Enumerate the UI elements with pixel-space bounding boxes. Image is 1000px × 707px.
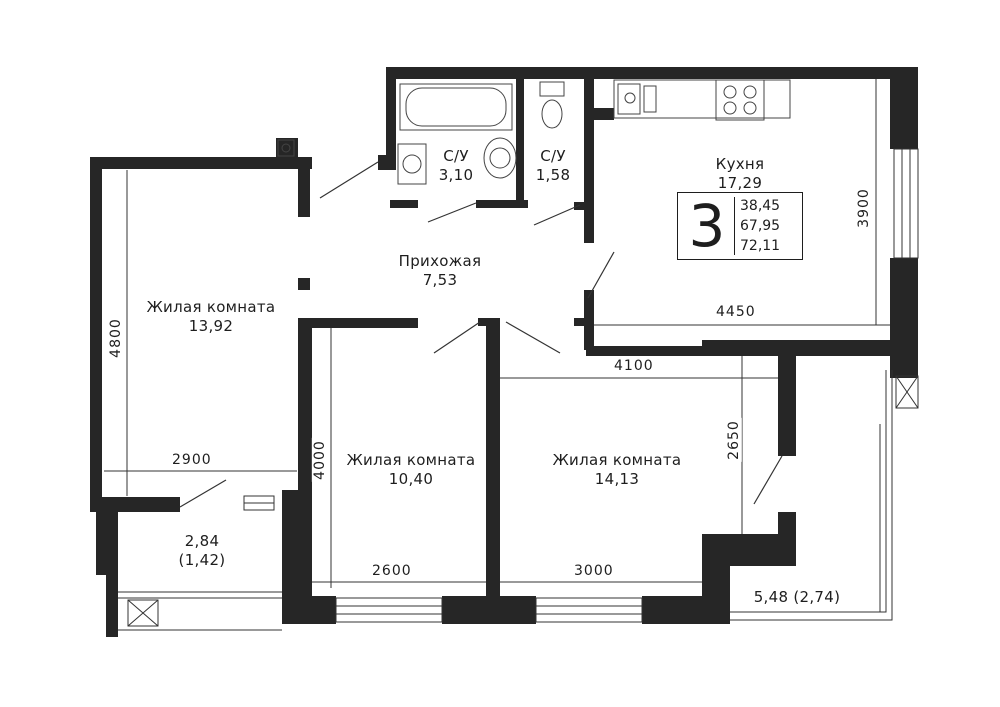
dim-2650: 2650 [725, 418, 742, 462]
balconies [118, 370, 919, 631]
kitchen-label: Кухня 17,29 [700, 155, 780, 193]
bath1-area: 3,10 [438, 166, 474, 184]
dim-4800: 4800 [107, 316, 124, 360]
kitchen-name: Кухня [715, 155, 765, 173]
badge-divider [734, 197, 735, 255]
kitchen-area: 17,29 [717, 174, 763, 192]
summary-badge: 3 38,45 67,95 72,11 [677, 192, 803, 260]
bath1-label: С/У 3,10 [432, 147, 480, 185]
balcony-large-area: 5,48 (2,74) [753, 588, 841, 606]
living1-label: Жилая комната 13,92 [130, 298, 292, 336]
bath2-label: С/У 1,58 [530, 147, 576, 185]
bath2-area: 1,58 [535, 166, 571, 184]
fixtures [277, 79, 791, 185]
bath1-name: С/У [443, 147, 469, 165]
dim-3900: 3900 [855, 186, 872, 230]
balcony-small-area: 2,84 [184, 532, 220, 550]
living3-name: Жилая комната [552, 451, 682, 469]
hall-area: 7,53 [422, 271, 458, 289]
dim-2900: 2900 [170, 452, 214, 468]
living1-area: 13,92 [188, 317, 234, 335]
living3-area: 14,13 [594, 470, 640, 488]
doors [179, 161, 783, 508]
total-area: 67,95 [740, 218, 781, 234]
dim-4100: 4100 [612, 358, 656, 374]
balcony-small-label: 2,84 (1,42) [160, 532, 244, 570]
dim-3000: 3000 [572, 563, 616, 579]
dimension-lines [104, 79, 890, 588]
balcony-large-label: 5,48 (2,74) [738, 588, 856, 607]
living2-label: Жилая комната 10,40 [330, 451, 492, 489]
dim-4450: 4450 [714, 304, 758, 320]
living1-name: Жилая комната [146, 298, 276, 316]
bath2-name: С/У [540, 147, 566, 165]
living3-label: Жилая комната 14,13 [536, 451, 698, 489]
rooms-count: 3 [688, 192, 726, 260]
balcony-small-area-reduced: (1,42) [178, 551, 226, 569]
dim-2600: 2600 [370, 563, 414, 579]
hall-label: Прихожая 7,53 [385, 252, 495, 290]
total-with-balcony: 72,11 [740, 238, 781, 254]
dim-4000: 4000 [311, 438, 328, 482]
living2-name: Жилая комната [346, 451, 476, 469]
badge-values: 38,45 67,95 72,11 [740, 196, 780, 256]
walls [90, 67, 918, 637]
hall-name: Прихожая [398, 252, 482, 270]
living2-area: 10,40 [388, 470, 434, 488]
living-area: 38,45 [740, 198, 781, 214]
windows [335, 148, 919, 623]
